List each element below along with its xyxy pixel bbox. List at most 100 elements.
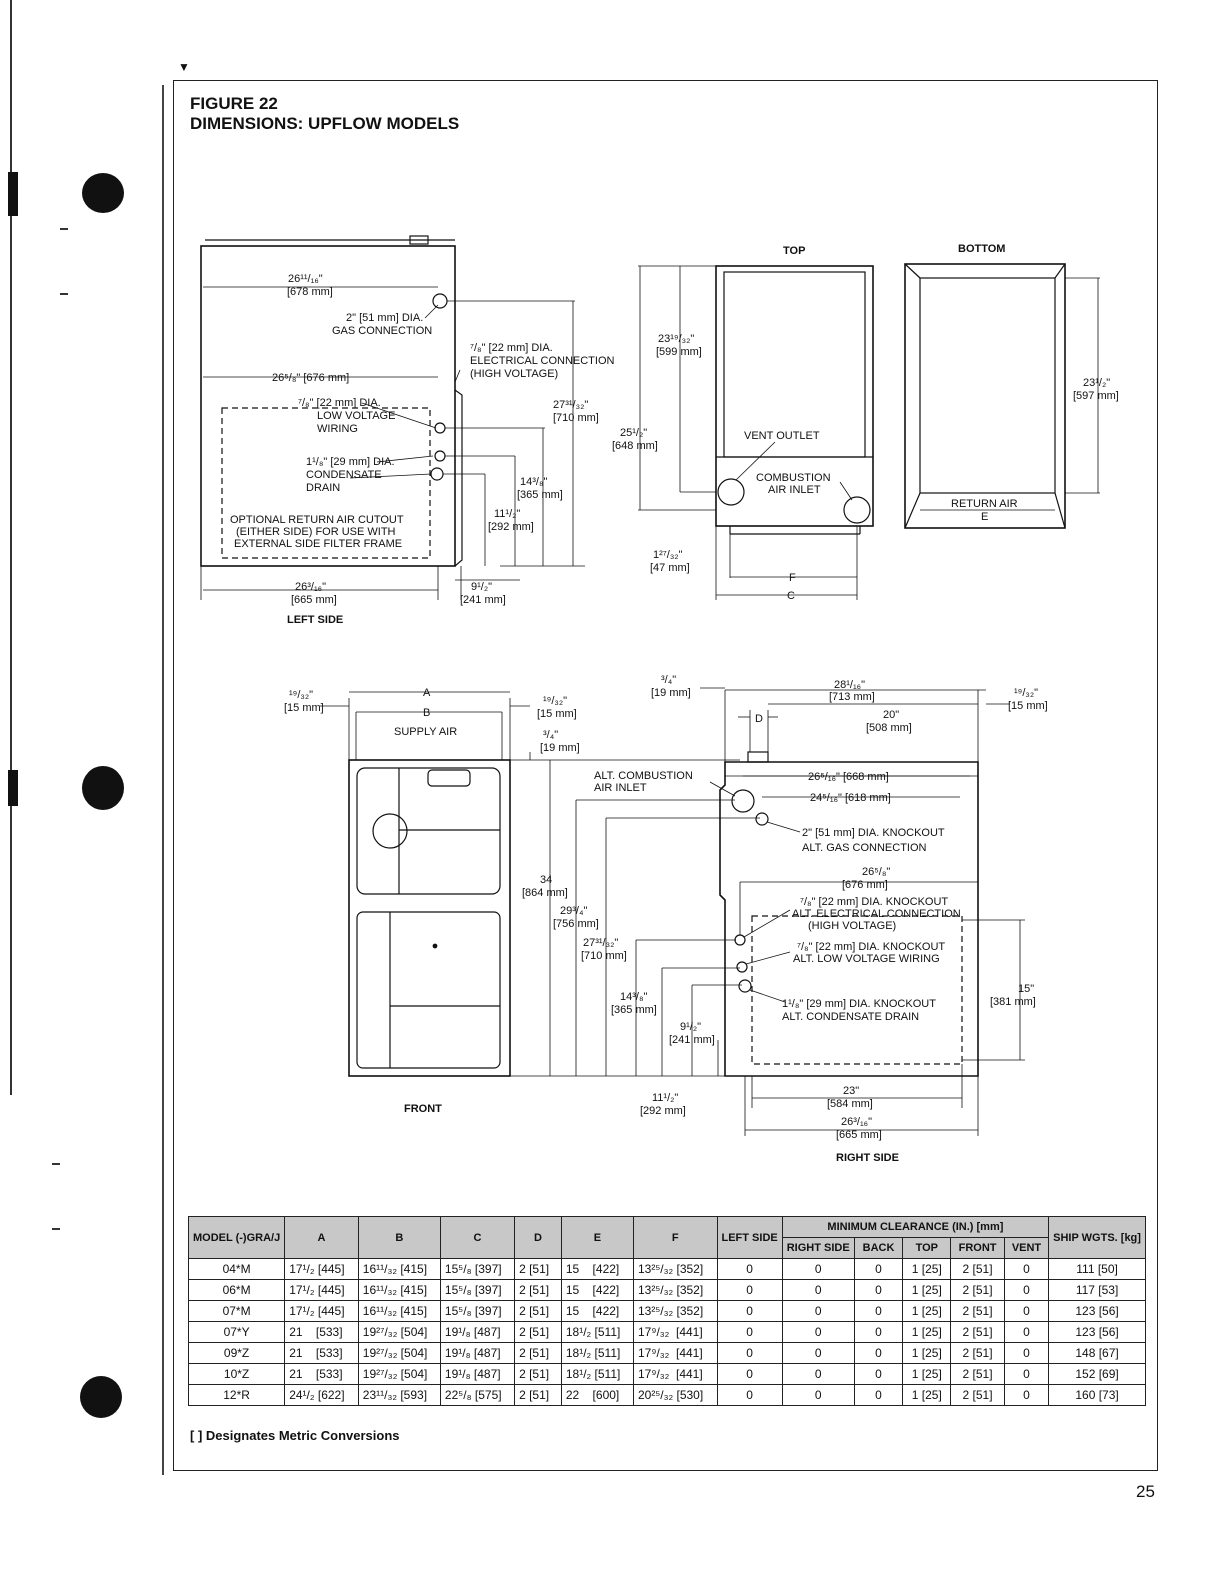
table-cell: 18¹/₂ [511]: [560, 1321, 634, 1343]
table-cell: 0: [716, 1384, 783, 1406]
dim-label: DRAIN: [306, 482, 340, 494]
punch-hole-mark: [80, 1376, 122, 1418]
dim-label: 26⁵/₈": [862, 866, 890, 878]
dim-label: VENT OUTLET: [744, 430, 820, 442]
dim-label: [19 mm]: [651, 687, 691, 699]
dim-label: 23": [843, 1085, 859, 1097]
table-cell: 07*M: [187, 1300, 286, 1322]
dim-label: 14³/₈": [620, 991, 648, 1003]
dim-label: [47 mm]: [650, 562, 690, 574]
dim-label: 27³¹/₃₂": [553, 399, 588, 411]
dim-label: 24⁵/₁₆" [618 mm]: [810, 792, 891, 804]
view-caption: RIGHT SIDE: [836, 1152, 899, 1164]
metric-note: [ ] Designates Metric Conversions: [190, 1428, 400, 1443]
dim-label: [864 mm]: [522, 887, 568, 899]
dim-label: [292 mm]: [488, 521, 534, 533]
dim-label: 23¹/₂": [1083, 377, 1110, 389]
table-cell: 16¹¹/₃₂ [415]: [357, 1300, 441, 1322]
table-cell: 17⁹/₃₂ [441]: [632, 1321, 718, 1343]
dim-label: 15": [1018, 983, 1034, 995]
dim-label: [365 mm]: [611, 1004, 657, 1016]
table-cell: 0: [1003, 1363, 1050, 1385]
table-cell: 21 [533]: [284, 1321, 359, 1343]
table-cell: 2 [51]: [950, 1258, 1005, 1280]
table-cell: 1 [25]: [902, 1321, 952, 1343]
front-view: [320, 691, 760, 1077]
dim-label: EXTERNAL SIDE FILTER FRAME: [234, 538, 402, 550]
dim-label: [15 mm]: [284, 702, 324, 714]
dim-label: SUPPLY AIR: [394, 726, 457, 738]
dim-label: ⁷/₈" [22 mm] DIA. KNOCKOUT: [797, 941, 945, 953]
binding-mark: [8, 172, 18, 216]
col-left-side: LEFT SIDE: [716, 1216, 783, 1259]
table-cell: 17¹/₂ [445]: [284, 1279, 359, 1301]
dim-label: [756 mm]: [553, 918, 599, 930]
table-cell: 2 [51]: [950, 1384, 1005, 1406]
dim-label: [599 mm]: [656, 346, 702, 358]
table-cell: 2 [51]: [514, 1384, 562, 1406]
dim-label: ELECTRICAL CONNECTION: [470, 355, 615, 367]
figure-number: FIGURE 22: [190, 94, 278, 113]
dim-label: [241 mm]: [669, 1034, 715, 1046]
dim-label: [241 mm]: [460, 594, 506, 606]
table-cell: 19²⁷/₃₂ [504]: [357, 1342, 441, 1364]
table-cell: 1 [25]: [902, 1258, 952, 1280]
table-cell: 0: [781, 1300, 855, 1322]
table-cell: 0: [781, 1384, 855, 1406]
punch-hole-mark: [82, 173, 124, 213]
scan-mark: [52, 1163, 60, 1165]
dim-label: 29³/₄": [560, 905, 587, 917]
figure-title: DIMENSIONS: UPFLOW MODELS: [190, 114, 460, 133]
table-cell: 0: [716, 1258, 783, 1280]
dim-label: ALT. GAS CONNECTION: [802, 842, 927, 854]
dim-label: AIR INLET: [768, 484, 821, 496]
table-cell: 0: [716, 1321, 783, 1343]
dim-label: E: [981, 511, 988, 523]
table-cell: 2 [51]: [514, 1258, 562, 1280]
table-cell: 21 [533]: [284, 1363, 359, 1385]
dim-label: 1¹/₈" [29 mm] DIA. KNOCKOUT: [782, 998, 936, 1010]
dim-label: [19 mm]: [540, 742, 580, 754]
col-c: C: [439, 1216, 516, 1259]
bottom-view: [904, 263, 1100, 529]
table-cell: 19²⁷/₃₂ [504]: [357, 1363, 441, 1385]
col-right-side: RIGHT SIDE: [781, 1237, 855, 1259]
table-cell: 04*M: [187, 1258, 286, 1280]
dim-label: 11¹/₂": [652, 1092, 678, 1104]
table-cell: 21 [533]: [284, 1342, 359, 1364]
table-cell: 18¹/₂ [511]: [560, 1342, 634, 1364]
dim-label: CONDENSATE: [306, 469, 382, 481]
view-caption: BOTTOM: [958, 243, 1005, 255]
dim-label: [665 mm]: [836, 1129, 882, 1141]
table-cell: 0: [781, 1363, 855, 1385]
col-min-clearance: MINIMUM CLEARANCE (IN.) [mm]: [781, 1216, 1050, 1238]
view-caption: TOP: [783, 245, 805, 257]
table-cell: 07*Y: [187, 1321, 286, 1343]
col-b: B: [357, 1216, 441, 1259]
dim-label: RETURN AIR: [951, 498, 1018, 510]
punch-hole-mark: [82, 766, 124, 810]
table-cell: 2 [51]: [950, 1321, 1005, 1343]
dim-label: ³/₄": [661, 674, 676, 686]
dim-label: 1¹/₈" [29 mm] DIA.: [306, 456, 395, 468]
table-cell: 2 [51]: [514, 1363, 562, 1385]
dim-label: WIRING: [317, 423, 358, 435]
right-side-view: [700, 687, 1025, 1136]
table-cell: 0: [853, 1300, 904, 1322]
dim-label: 28¹/₁₆": [834, 679, 865, 691]
binding-mark: [8, 770, 18, 806]
scan-mark: [52, 1228, 60, 1230]
dim-label: 26⁵/₈" [676 mm]: [272, 372, 349, 384]
table-cell: 0: [781, 1342, 855, 1364]
dim-label: 2" [51 mm] DIA.: [346, 312, 423, 324]
table-cell: 2 [51]: [950, 1363, 1005, 1385]
dim-label: 14³/₈": [520, 476, 548, 488]
dim-label: ¹⁹/₃₂": [1014, 687, 1038, 699]
dim-label: LOW VOLTAGE: [317, 410, 395, 422]
table-cell: 0: [716, 1279, 783, 1301]
table-cell: 23¹¹/₃₂ [593]: [357, 1384, 441, 1406]
table-cell: 0: [853, 1384, 904, 1406]
